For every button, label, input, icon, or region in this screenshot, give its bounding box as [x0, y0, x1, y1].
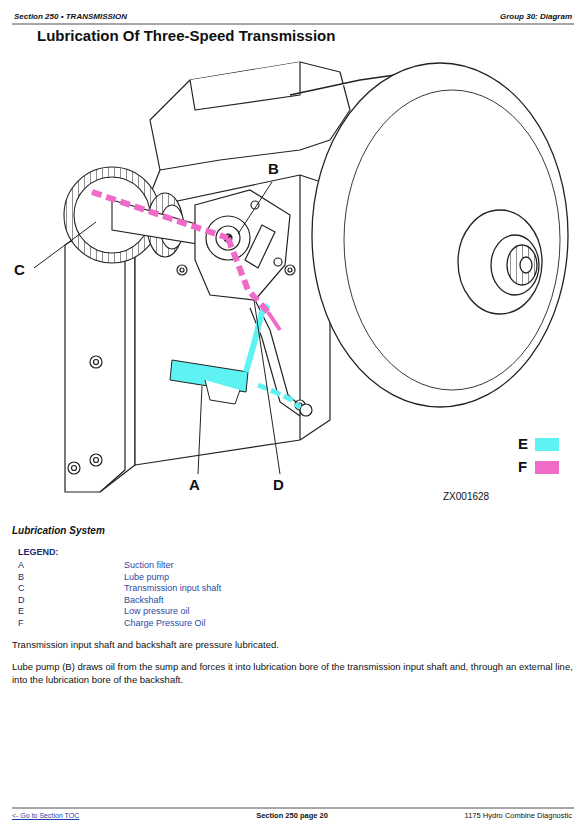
drawing-circle	[285, 265, 295, 275]
footer-rule	[12, 808, 574, 809]
callout-letter: D	[272, 476, 285, 493]
oil-flow	[92, 192, 300, 408]
legend-description: Suction filter	[124, 560, 174, 570]
legend-key: C	[18, 583, 25, 593]
legend-description: Charge Pressure Oil	[124, 618, 206, 628]
legend-description: Low pressure oil	[124, 606, 190, 616]
drawing-circle	[68, 462, 80, 474]
section-header: Section 250 • TRANSMISSION	[14, 12, 127, 21]
drawing-line	[198, 386, 202, 474]
legend-key: E	[18, 606, 24, 616]
legend-swatch	[535, 438, 559, 451]
drawing-circle	[94, 360, 99, 365]
transmission-case	[65, 62, 350, 492]
drawing-circle	[274, 258, 282, 266]
document-name: 1175 Hydro Combine Diagnostic	[465, 812, 572, 821]
drawing-line	[254, 300, 280, 474]
drawing-circle	[90, 356, 102, 368]
legend-key: A	[18, 560, 24, 570]
figure-number: ZX001628	[443, 491, 489, 503]
legend-swatch	[535, 461, 559, 474]
drawing-circle	[300, 404, 312, 416]
drawing-path	[190, 62, 300, 110]
drawing-circle	[94, 458, 99, 463]
group-header: Group 30: Diagram	[500, 12, 572, 21]
drawing-circle	[72, 466, 77, 471]
drawing-path	[245, 225, 275, 268]
drawing-path	[258, 385, 300, 408]
drawing-ellipse	[458, 210, 542, 314]
input-shaft-gears	[64, 167, 210, 263]
legend-key: B	[18, 572, 24, 582]
drawing-ellipse	[312, 63, 568, 407]
filter-housing	[205, 380, 240, 404]
page-number: Section 250 page 20	[256, 812, 328, 821]
drawing-ellipse	[520, 257, 532, 273]
callout-letter: A	[188, 476, 201, 493]
body-paragraph: Lube pump (B) draws oil from the sump an…	[12, 661, 574, 687]
drawing-circle	[180, 268, 184, 272]
drawing-circle	[90, 454, 102, 466]
legend-heading: LEGEND:	[18, 547, 59, 557]
bell-housing	[290, 63, 568, 407]
callout-letter: C	[13, 261, 26, 278]
drawing-line	[34, 222, 96, 268]
toc-link: <- Go to Section TOC	[12, 812, 79, 820]
drawing-path	[228, 238, 268, 312]
drawing-path	[150, 62, 350, 170]
drawing-path	[92, 192, 228, 238]
page-title: Lubrication Of Three-Speed Transmission	[37, 27, 335, 44]
leader-line	[34, 182, 280, 474]
legend-description: Lube pump	[124, 572, 169, 582]
drawing-circle	[177, 265, 187, 275]
section-subtitle: Lubrication System	[12, 525, 105, 537]
drawing-path	[268, 312, 280, 330]
legend-key: D	[18, 595, 25, 605]
legend-description: Backshaft	[124, 595, 164, 605]
header-rule	[12, 24, 574, 25]
drawing-ellipse	[491, 235, 539, 295]
drawing-line	[238, 182, 272, 234]
drawing-ellipse	[507, 245, 537, 285]
drawing-circle	[288, 268, 292, 272]
legend-key: E	[518, 435, 528, 452]
legend-key: F	[18, 618, 24, 628]
legend-description: Transmission input shaft	[124, 583, 221, 593]
callout-letter: B	[267, 160, 280, 177]
drawing-g	[507, 245, 537, 285]
body-paragraph: Transmission input shaft and backshaft a…	[12, 639, 574, 652]
drawing-path	[246, 305, 268, 372]
legend-key: F	[518, 458, 527, 475]
drawing-ellipse	[344, 90, 560, 390]
